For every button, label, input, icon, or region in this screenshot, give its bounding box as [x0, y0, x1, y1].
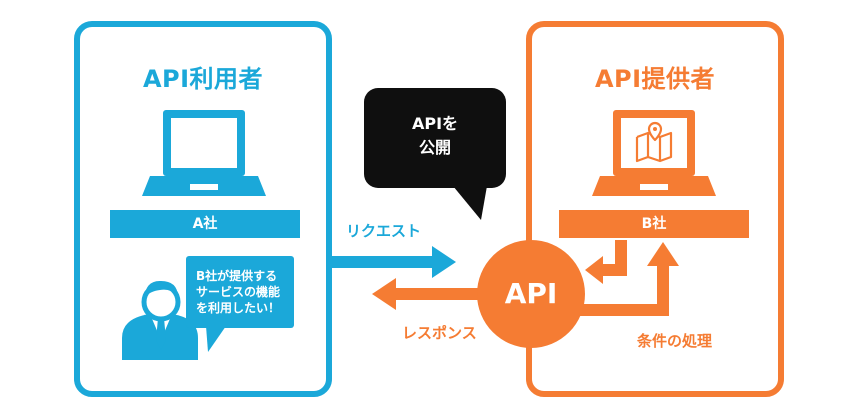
- request-arrow: [330, 246, 456, 278]
- callout-bubble: [364, 88, 506, 220]
- consumer-panel: API利用者: [74, 21, 332, 397]
- businessman-icon: [122, 280, 198, 360]
- consumer-laptop-icon: [142, 110, 266, 196]
- callout-text: APIを 公開: [411, 114, 459, 157]
- provider-title: API提供者: [594, 65, 716, 93]
- processing-label: 条件の処理: [637, 332, 713, 350]
- speech-bubble-icon: [186, 256, 294, 352]
- response-label: レスポンス: [402, 324, 477, 342]
- processing-arrows: [579, 240, 679, 316]
- provider-panel: API提供者: [526, 21, 784, 397]
- api-label: API: [504, 277, 558, 310]
- map-pin-icon: [635, 121, 673, 163]
- request-label: リクエスト: [346, 222, 422, 240]
- consumer-title: API利用者: [142, 65, 264, 93]
- response-arrow: [372, 278, 498, 310]
- provider-company-bar: B社: [559, 210, 749, 238]
- consumer-speech-text: B社が提供する サービスの機能 を利用したい！: [196, 269, 281, 315]
- consumer-company-bar: A社: [110, 210, 300, 238]
